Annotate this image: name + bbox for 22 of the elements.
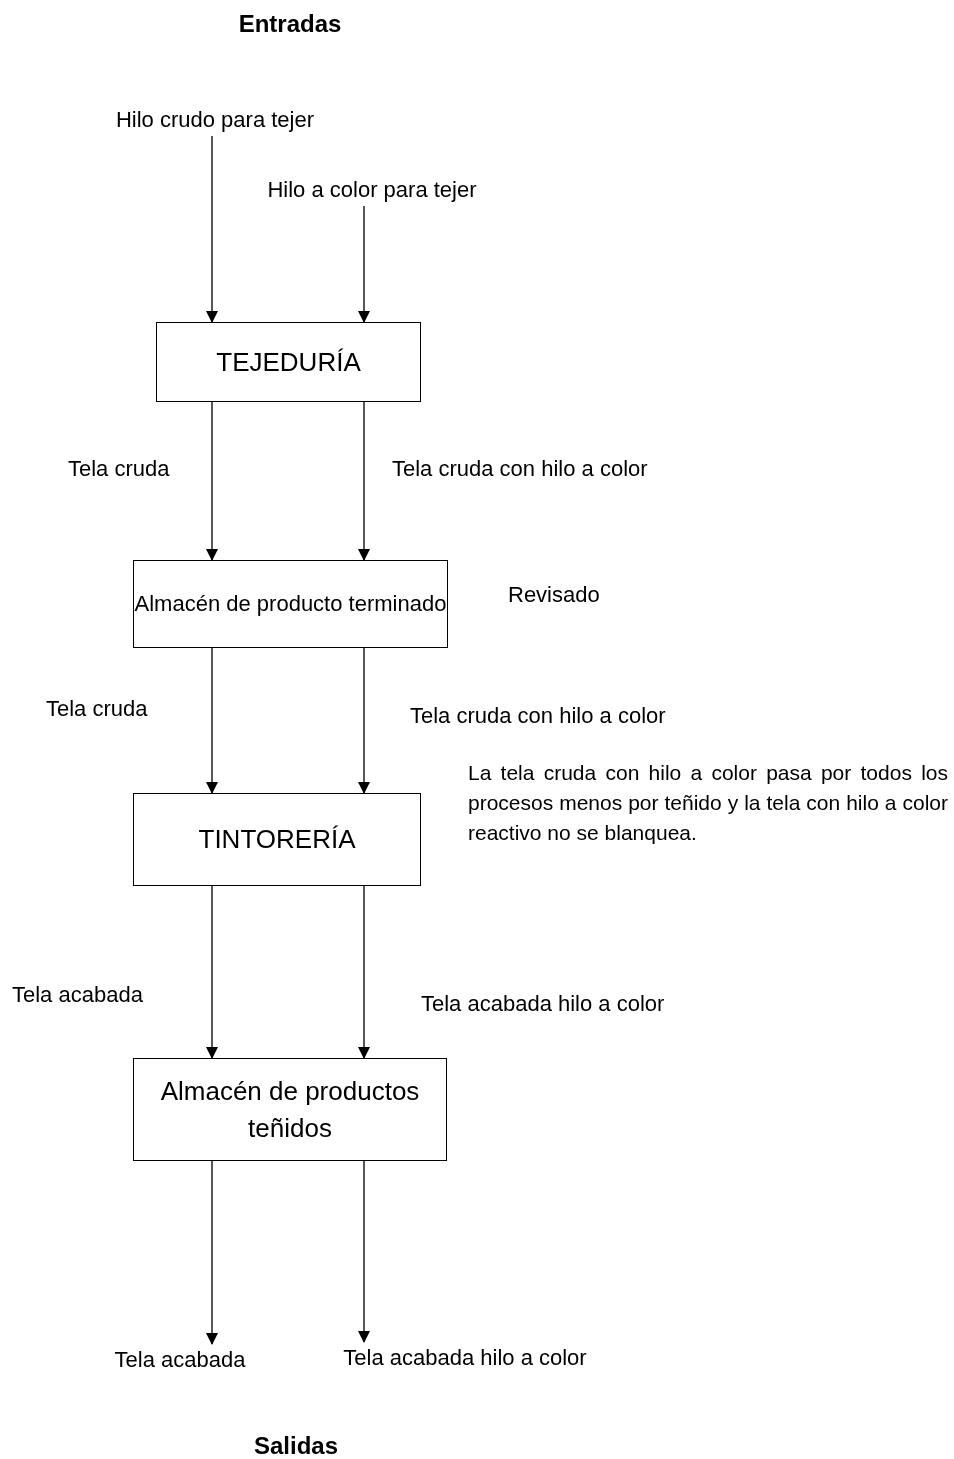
- arrow: [206, 647, 218, 794]
- arrow: [358, 647, 370, 794]
- flow-text: Tela acabada hilo a color: [300, 1342, 630, 1374]
- flow-text: Hilo crudo para tejer: [80, 104, 350, 136]
- note-text: Revisado: [508, 581, 601, 609]
- flow-text: Tela acabada: [80, 1344, 280, 1376]
- arrow: [206, 135, 218, 323]
- arrow: [358, 205, 370, 323]
- arrow: [206, 1160, 218, 1345]
- arrow: [206, 885, 218, 1059]
- process-box: Almacén de productos teñidos: [133, 1058, 447, 1161]
- note-text: La tela cruda con hilo a color pasa por todos los procesos menos por teñido y la tela con hilo a color reactivo no se blanquea.: [468, 760, 948, 846]
- process-box: Almacén de producto terminado: [133, 560, 448, 648]
- process-box: TEJEDURÍA: [156, 322, 421, 402]
- arrow: [358, 885, 370, 1059]
- caption: Salidas: [252, 1431, 339, 1459]
- arrow: [358, 1160, 370, 1343]
- flow-text: Hilo a color para tejer: [232, 174, 512, 206]
- arrow: [358, 401, 370, 561]
- arrow: [206, 401, 218, 561]
- title: Entradas: [237, 9, 343, 39]
- process-box: TINTORERÍA: [133, 793, 421, 886]
